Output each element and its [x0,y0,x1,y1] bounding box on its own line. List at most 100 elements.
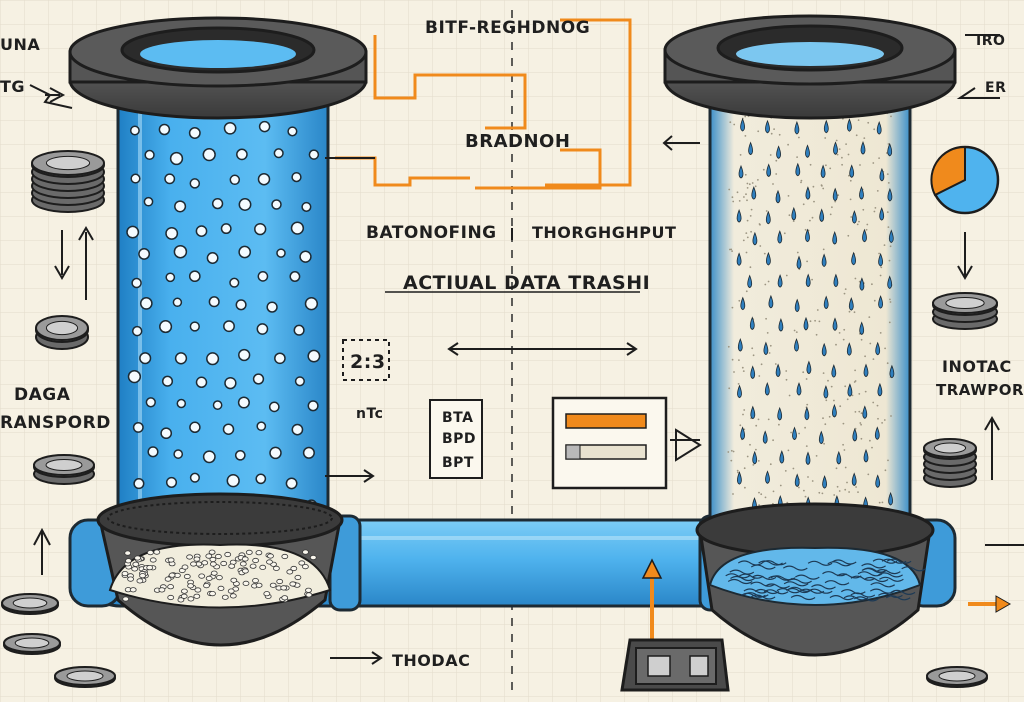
grain [230,577,238,583]
shred [770,575,796,581]
sand-dot [787,195,790,197]
grain [269,582,277,588]
drop [765,470,770,484]
sand-dot [775,173,778,175]
sand-dot [859,164,861,166]
bubble [307,349,321,363]
grain [249,563,257,569]
sand-dot [887,459,889,462]
drop [832,187,838,202]
drop [752,231,758,246]
bubble [276,248,286,258]
drop [823,295,829,310]
drop [794,120,800,135]
sand-dot [731,358,734,361]
bubble [302,446,315,459]
left-cylinder [116,98,330,522]
drop [833,141,838,155]
sand-dot [750,230,752,233]
bubble [211,197,224,210]
orange-right-arrow [968,595,1012,613]
shred [875,569,901,575]
sand-dot [788,394,791,397]
grain [224,551,232,558]
drop [821,253,827,267]
drop [875,341,881,356]
sand-dot [809,320,812,323]
drop [794,338,799,352]
label-bottom: THODAC [392,651,470,670]
drop [750,365,756,379]
sand-dot [833,494,836,496]
right-sand-dots [727,109,893,517]
sand-dot [798,486,800,489]
sand-dot [746,199,748,202]
bubble [165,476,178,488]
sand-dot [835,343,837,346]
bubble [174,352,188,365]
grain [215,574,223,581]
sand-dot [884,347,886,350]
shred [850,592,876,598]
sand-dot [873,210,876,213]
sand-dot [860,437,863,440]
bubble [158,123,171,136]
sand-dot [749,215,752,217]
sand-dot [816,309,819,311]
sand-dot [758,223,761,225]
drop [852,427,858,442]
sand-dot [805,445,808,447]
bubble [289,271,301,282]
bubble [238,245,252,259]
sand-dot [745,193,747,196]
grain [227,588,235,594]
grain [245,549,253,556]
sand-dot [758,491,760,494]
sand-dot [847,234,850,237]
sand-dot [752,354,755,357]
shred [737,560,763,566]
grain [205,575,213,582]
bubble [257,271,269,282]
drop [889,364,895,379]
drop [766,251,771,266]
sand-dot [856,223,859,226]
label-right-top2: ER [985,80,1006,96]
shred [765,583,790,589]
left-basin [96,492,344,647]
sand-dot [738,200,741,202]
grain [210,570,218,576]
sand-dot [842,338,845,341]
sand-dot [737,383,740,385]
drop [863,448,869,463]
drop [860,141,866,155]
drop [862,228,867,243]
drop [847,383,853,397]
sand-dot [835,467,838,470]
bubble [258,120,271,133]
sand-dot [804,228,807,231]
sand-dot [732,450,735,453]
bubble [188,270,201,283]
grain [146,549,154,556]
bubble [206,252,219,264]
grain [164,576,172,582]
label-left-header: BATONOFING [366,223,497,243]
grain [167,557,175,563]
grain [242,580,250,587]
sand-dot [757,418,760,421]
bubble [256,323,269,335]
drop [878,252,883,267]
bubble [271,199,282,210]
sand-dot [744,486,746,489]
sand-dot [760,363,763,366]
sand-dot [757,460,760,462]
bubble [139,297,153,310]
sand-dot [759,245,762,247]
sand-dot [886,211,889,214]
sand-dot [844,488,847,491]
grain [208,549,216,555]
sand-dot [847,153,850,156]
grain [301,563,309,570]
